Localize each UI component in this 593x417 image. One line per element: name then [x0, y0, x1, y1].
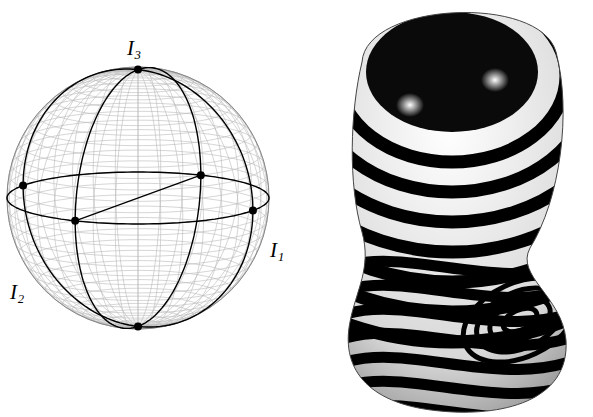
- grid-line: [25, 69, 138, 326]
- meridian: [23, 69, 253, 327]
- fixed-point: [19, 182, 27, 190]
- equator: [7, 172, 269, 224]
- grid-line: [138, 68, 204, 327]
- grid-line: [73, 68, 139, 327]
- surface-outline: [348, 12, 566, 412]
- axis-line: [75, 175, 201, 221]
- grid-line: [138, 67, 139, 326]
- meridian: [75, 68, 201, 329]
- zebra-stripe: [286, 0, 593, 222]
- zebra-stripe: [466, 275, 573, 365]
- grid-line: [138, 70, 204, 329]
- highlight: [481, 68, 509, 92]
- grid-line: [54, 70, 138, 328]
- zebra-stripe: [330, 377, 593, 394]
- fixed-point: [197, 171, 205, 179]
- grid-line: [138, 68, 222, 326]
- zebra-stripe: [330, 305, 593, 322]
- highlight: [396, 93, 424, 117]
- zebra-stripe: [260, 0, 593, 252]
- axis-label: I₃: [127, 38, 141, 59]
- zebra-stripe: [450, 261, 590, 379]
- grid-line: [138, 69, 251, 326]
- axis-label: I₂: [10, 282, 24, 303]
- wireframe-sphere: [0, 0, 300, 417]
- zebra-stripe: [330, 281, 593, 298]
- zebra-stripe: [338, 0, 566, 162]
- fixed-point: [71, 217, 79, 225]
- zebra-stripe: [312, 0, 592, 192]
- zebra-stripe: [330, 257, 593, 274]
- grid-line: [73, 70, 139, 329]
- fixed-point: [134, 322, 142, 330]
- axis-label: I₁: [270, 240, 284, 261]
- grid-line: [7, 70, 138, 327]
- zebra-stripe: [330, 353, 593, 370]
- zebra-stripe: [483, 289, 557, 350]
- grid-line: [38, 70, 138, 328]
- sphere-outline: [7, 67, 269, 329]
- zebra-stripe: [208, 0, 593, 312]
- zebra-stripe: [182, 0, 593, 342]
- zebra-stripe: [330, 401, 593, 417]
- fixed-point: [134, 66, 142, 74]
- grid-line: [138, 69, 238, 327]
- zebra-stripe: [234, 0, 593, 282]
- fixed-point: [249, 206, 257, 214]
- grid-line: [138, 70, 251, 327]
- grid-line: [25, 70, 138, 327]
- zebra-cap: [366, 12, 538, 132]
- grid-line: [138, 70, 269, 327]
